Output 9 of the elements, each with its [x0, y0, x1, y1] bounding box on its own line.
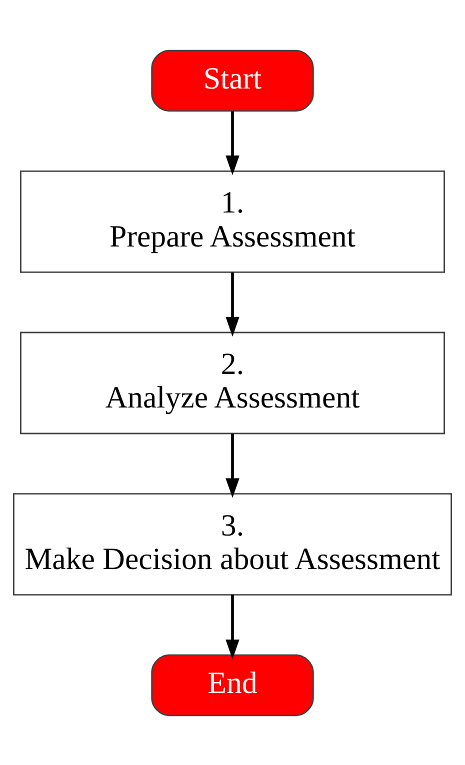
arrow	[226, 272, 240, 336]
arrow	[226, 433, 240, 498]
node-box: 2. Analyze Assessment	[20, 331, 445, 434]
node-box: 3. Make Decision about Assessment	[13, 492, 452, 595]
arrow	[226, 110, 240, 175]
node-box: 1. Prepare Assessment	[20, 170, 445, 272]
node-box: End	[151, 654, 314, 716]
node-box: Start	[151, 49, 314, 112]
arrow	[226, 594, 240, 659]
